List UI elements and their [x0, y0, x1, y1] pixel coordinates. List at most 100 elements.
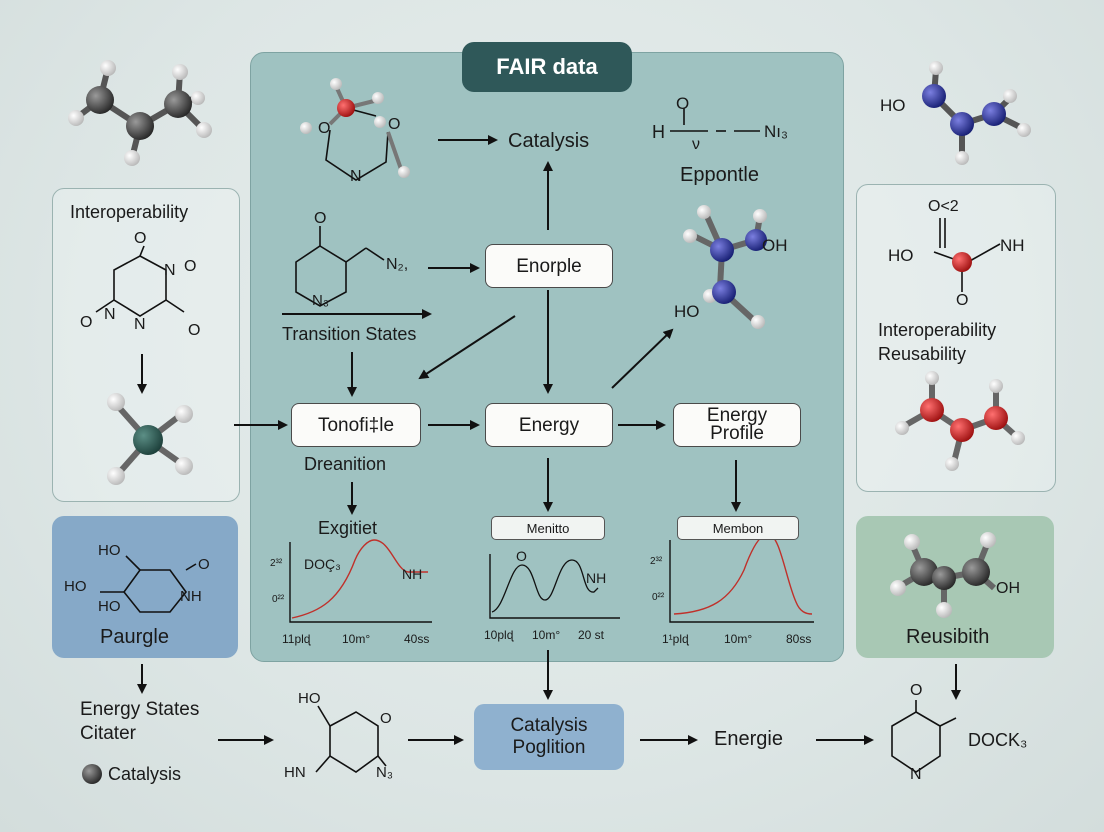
chart2-label-o: O	[516, 548, 527, 564]
oxygen-atom	[952, 252, 972, 272]
chart1-xtick: 40ss	[404, 632, 430, 646]
reusability-label: Reusability	[878, 344, 967, 364]
catalysis-poglition-node[interactable]: Catalysis Poglition	[474, 704, 624, 770]
chart3-xtick: 1¹plɖ	[662, 632, 689, 646]
catalysis-legend-dot	[82, 764, 102, 784]
chart2-xtick: 10plɖ	[484, 628, 514, 642]
atom-ho: HO	[98, 542, 121, 559]
propane-molecule	[68, 60, 212, 166]
chart-axes	[289, 540, 814, 623]
atom-ho: HO	[888, 246, 914, 265]
chart1-label-nh: NH	[402, 566, 423, 582]
atom-n2: N₂,	[386, 256, 409, 273]
atom-o: O	[198, 556, 210, 573]
fair-data-header: FAIR data	[462, 42, 632, 92]
atom-nh: NH	[1000, 236, 1025, 255]
atom-ho: HO	[98, 598, 121, 615]
chart2-label-nh: NH	[586, 570, 607, 586]
paurgle-ring-structure	[100, 555, 197, 613]
atom-o: O	[314, 210, 327, 227]
atom-oh: OH	[996, 580, 1020, 597]
chart3-ytick-bottom: 0²²	[652, 592, 665, 603]
cyclohexenone-structure	[295, 226, 385, 307]
atom-nh: NH	[180, 588, 202, 605]
atom-o: O	[184, 258, 197, 275]
hydroxy-amine-molecule	[683, 205, 767, 329]
dreanition-label: Dreanition	[304, 454, 387, 474]
tetrahedral-molecule	[107, 393, 193, 485]
reusibith-panel	[856, 516, 1054, 658]
energy-node-label: Energy	[518, 414, 580, 436]
atom-o: O	[188, 322, 201, 339]
atom-hn: HN	[284, 764, 306, 781]
atom-n3: N₃	[312, 292, 329, 309]
chart1-ytick-bottom: 0²²	[272, 594, 285, 605]
paurgle-panel	[52, 516, 238, 658]
energy-profile-node[interactable]: Energy Profile	[673, 403, 801, 447]
atom-n: N	[104, 306, 116, 323]
dock3-label: DOCK₃	[968, 730, 1028, 750]
amine-molecule	[922, 61, 1031, 165]
transition-states-label: Transition States	[282, 324, 417, 344]
chart3-xtick: 10m°	[724, 632, 753, 646]
chart-curve-2	[491, 559, 599, 613]
energy-states-line2: Citater	[80, 723, 136, 744]
exgitiet-label: Exgitiet	[318, 518, 378, 538]
chart1-xtick: 10m°	[342, 632, 371, 646]
chart1-ytick-top: 2³²	[270, 558, 283, 569]
reusibith-label: Reusibith	[906, 626, 990, 648]
catalysis-poglition-line1: Catalysis	[510, 715, 588, 736]
energy-states-label: Energy Stateѕ Citater	[80, 698, 199, 746]
peroxide-molecule	[895, 371, 1025, 471]
formula-bottom: ν	[692, 136, 700, 153]
energy-states-line1: Energy Stateѕ	[80, 699, 200, 720]
membon-chip[interactable]: Membon	[677, 516, 799, 540]
energy-node[interactable]: Energy	[485, 403, 613, 447]
atom-ho: HO	[880, 96, 906, 115]
atom-o2: O˂2	[928, 198, 959, 215]
atom-n: N	[164, 262, 176, 279]
atom-o: O	[380, 710, 392, 727]
atom-n: N	[134, 316, 146, 333]
atom-o: O	[318, 120, 331, 137]
chart-curve-3	[673, 533, 813, 615]
formula-h: H	[652, 122, 665, 142]
atom-ho: HO	[298, 690, 321, 707]
aminophenol-structure	[315, 705, 387, 773]
interoperability-label: Interoperability	[878, 320, 997, 340]
atom-o: O	[956, 292, 969, 309]
ethenol-molecule	[890, 532, 996, 618]
chart1-label-doc: DOÇ₃	[304, 556, 341, 572]
energie-label: Energie	[714, 728, 783, 750]
epponttle-label: Eppontle	[680, 164, 759, 186]
chart1-xtick: 11plɖ	[282, 632, 311, 646]
atom-o: O	[388, 116, 401, 133]
pyridone-structure	[891, 700, 957, 773]
formula-bonds	[670, 108, 760, 132]
catalysis-legend-label: Catalysis	[108, 764, 182, 784]
atom-o: O	[80, 314, 93, 331]
menitto-chip[interactable]: Menitto	[491, 516, 605, 540]
atom-o: O	[910, 682, 923, 699]
chart2-xtick: 20 st	[578, 628, 605, 642]
arrow	[418, 315, 516, 380]
enorple-node[interactable]: Enorple	[485, 244, 613, 288]
chart3-ytick-top: 2³²	[650, 556, 663, 567]
atom-n: N	[350, 168, 362, 185]
tonofitle-node[interactable]: Tonofi‡le	[291, 403, 421, 447]
catalysis-label: Catalysis	[508, 130, 590, 152]
atom-oh: OH	[762, 236, 788, 255]
formula-o: O	[676, 94, 690, 113]
energy-profile-line2: Profile	[710, 423, 764, 444]
formula-n3: Nı₃	[764, 122, 788, 141]
atom-o: O	[134, 230, 147, 247]
atom-ho: HO	[64, 578, 87, 595]
arrow	[611, 328, 674, 389]
right-panel-text: Interoperability Reusability	[878, 318, 996, 366]
top-ring-atoms	[300, 78, 410, 178]
paurgle-label: Paurgle	[100, 626, 169, 648]
chart2-xtick: 10m°	[532, 628, 561, 642]
atom-n: N	[910, 766, 922, 783]
